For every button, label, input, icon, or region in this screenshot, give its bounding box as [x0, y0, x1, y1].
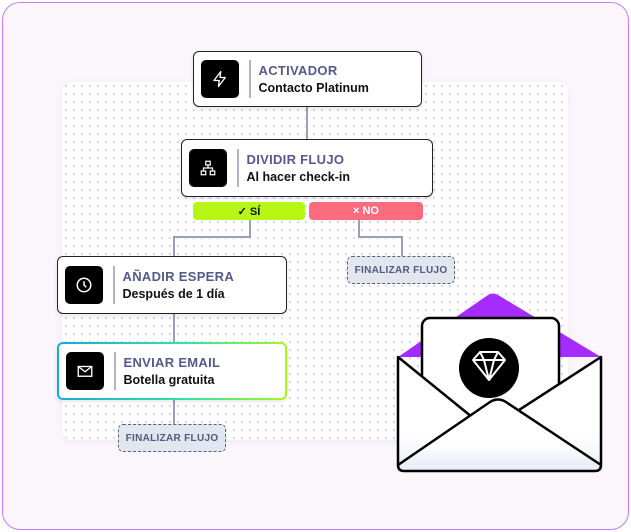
connector: [173, 400, 175, 424]
node-title: DIVIDIR FLUJO: [246, 152, 345, 167]
connector: [173, 236, 251, 238]
node-title: AÑADIR ESPERA: [122, 269, 235, 284]
node-subtitle: Contacto Platinum: [258, 81, 369, 95]
envelope-diamond-illustration: [396, 293, 603, 473]
trigger-node[interactable]: ACTIVADOR Contacto Platinum: [193, 51, 422, 107]
divider: [237, 149, 239, 187]
mail-icon: [66, 352, 104, 390]
hierarchy-icon: [189, 149, 227, 187]
node-subtitle: Botella gratuita: [123, 373, 215, 387]
end-flow-yes-branch[interactable]: FINALIZAR FLUJO: [118, 424, 226, 452]
node-subtitle: Después de 1 día: [122, 287, 225, 301]
wait-node[interactable]: AÑADIR ESPERA Después de 1 día: [57, 256, 287, 314]
divider: [114, 352, 116, 390]
node-subtitle: Al hacer check-in: [246, 170, 351, 184]
connector: [173, 314, 175, 342]
connector: [358, 220, 360, 236]
lightning-icon: [201, 60, 239, 98]
diamond-icon: [459, 338, 519, 398]
connector: [173, 236, 175, 256]
email-node[interactable]: ENVIAR EMAIL Botella gratuita: [57, 342, 287, 400]
clock-icon: [65, 266, 103, 304]
divider: [113, 266, 115, 304]
no-branch-label[interactable]: × NO: [309, 202, 423, 220]
connector: [306, 107, 308, 139]
split-node[interactable]: DIVIDIR FLUJO Al hacer check-in: [181, 139, 433, 197]
node-title: ACTIVADOR: [258, 63, 338, 78]
connector: [358, 236, 402, 238]
node-title: ENVIAR EMAIL: [123, 355, 221, 370]
connector: [249, 220, 251, 236]
yes-branch-label[interactable]: ✓ SÍ: [193, 202, 305, 220]
divider: [249, 60, 251, 98]
end-flow-no-branch[interactable]: FINALIZAR FLUJO: [347, 256, 455, 284]
connector: [401, 236, 403, 256]
